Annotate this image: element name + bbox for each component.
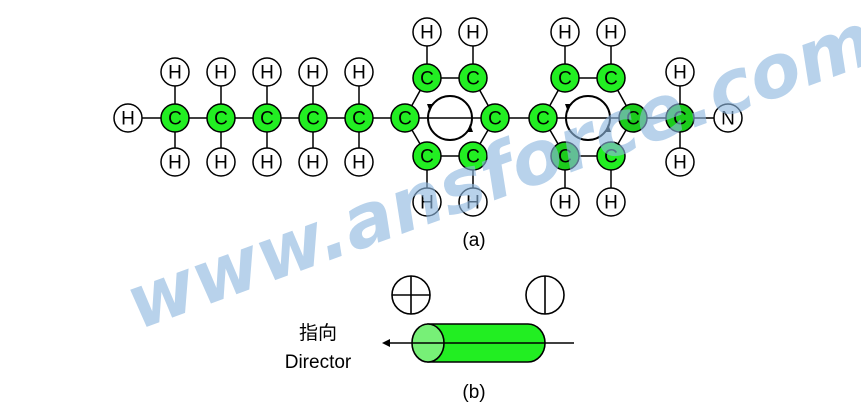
aromatic-ring-circle bbox=[427, 95, 473, 141]
hydrogen-atom: H bbox=[160, 57, 190, 87]
carbon-atom: C bbox=[252, 103, 282, 133]
hydrogen-atom: H bbox=[206, 147, 236, 177]
svg-text:H: H bbox=[558, 23, 572, 44]
carbon-atom: C bbox=[390, 103, 420, 133]
resonance-arrow-left bbox=[565, 104, 571, 112]
svg-text:H: H bbox=[352, 153, 366, 174]
carbon-atom: C bbox=[480, 103, 510, 133]
hydrogen-atom: H bbox=[206, 57, 236, 87]
carbon-atom: C bbox=[528, 103, 558, 133]
svg-text:H: H bbox=[466, 23, 480, 44]
svg-text:C: C bbox=[673, 109, 687, 130]
svg-text:C: C bbox=[168, 109, 182, 130]
director-panel: 指向 Director (b) bbox=[285, 275, 574, 403]
svg-text:H: H bbox=[168, 153, 182, 174]
hydrogen-atom: H bbox=[344, 147, 374, 177]
carbon-atom: C bbox=[160, 103, 190, 133]
svg-text:C: C bbox=[306, 109, 320, 130]
carbon-atom: C bbox=[618, 103, 648, 133]
carbon-atom: C bbox=[412, 63, 442, 93]
resonance-arrow-right bbox=[467, 124, 473, 132]
svg-text:C: C bbox=[420, 147, 434, 168]
svg-text:C: C bbox=[536, 109, 550, 130]
svg-text:H: H bbox=[420, 193, 434, 214]
hydrogen-atom: H bbox=[298, 147, 328, 177]
director-label-cn: 指向 bbox=[299, 322, 337, 344]
svg-text:H: H bbox=[558, 193, 572, 214]
hydrogen-atom: H bbox=[458, 17, 488, 47]
svg-text:H: H bbox=[306, 63, 320, 84]
caption-a: (a) bbox=[462, 230, 485, 251]
svg-text:C: C bbox=[604, 147, 618, 168]
carbon-atom: C bbox=[298, 103, 328, 133]
carbon-atom: C bbox=[550, 141, 580, 171]
svg-text:C: C bbox=[558, 69, 572, 90]
polarizer-cross-icon bbox=[391, 275, 431, 315]
svg-text:H: H bbox=[121, 109, 135, 130]
svg-text:H: H bbox=[673, 63, 687, 84]
hydrogen-atom: H bbox=[412, 187, 442, 217]
hydrogen-atom: H bbox=[596, 17, 626, 47]
hydrogen-atom: H bbox=[113, 103, 143, 133]
hydrogen-atom: H bbox=[412, 17, 442, 47]
hydrogen-atom: H bbox=[252, 147, 282, 177]
carbon-atom: C bbox=[458, 141, 488, 171]
resonance-arrow-left bbox=[427, 104, 433, 112]
hydrogen-atom: H bbox=[550, 187, 580, 217]
hydrogen-atom: H bbox=[550, 17, 580, 47]
carbon-atom: C bbox=[550, 63, 580, 93]
svg-text:C: C bbox=[466, 69, 480, 90]
carbon-atom: C bbox=[596, 63, 626, 93]
svg-text:H: H bbox=[352, 63, 366, 84]
svg-text:C: C bbox=[488, 109, 502, 130]
carbon-atom: C bbox=[206, 103, 236, 133]
director-label-en: Director bbox=[285, 352, 352, 373]
aromatic-ring-circle bbox=[565, 95, 611, 141]
hydrogen-atom: H bbox=[665, 147, 695, 177]
resonance-arrow-right bbox=[605, 124, 611, 132]
svg-text:H: H bbox=[214, 63, 228, 84]
hydrogen-atom: H bbox=[458, 187, 488, 217]
svg-text:H: H bbox=[420, 23, 434, 44]
hydrogen-atom: H bbox=[665, 57, 695, 87]
nitrogen-atom: N bbox=[713, 103, 743, 133]
svg-text:H: H bbox=[604, 23, 618, 44]
svg-text:C: C bbox=[604, 69, 618, 90]
hydrogen-atom: H bbox=[160, 147, 190, 177]
carbon-atom: C bbox=[596, 141, 626, 171]
svg-text:C: C bbox=[626, 109, 640, 130]
hydrogen-atom: H bbox=[344, 57, 374, 87]
svg-text:H: H bbox=[260, 63, 274, 84]
carbon-atom: C bbox=[458, 63, 488, 93]
svg-text:H: H bbox=[168, 63, 182, 84]
ring-layer bbox=[427, 95, 611, 141]
svg-text:H: H bbox=[604, 193, 618, 214]
svg-text:C: C bbox=[558, 147, 572, 168]
svg-text:C: C bbox=[352, 109, 366, 130]
svg-text:H: H bbox=[214, 153, 228, 174]
carbon-atom: C bbox=[665, 103, 695, 133]
hydrogen-atom: H bbox=[298, 57, 328, 87]
hydrogen-atom: H bbox=[596, 187, 626, 217]
polarizer-vertical-icon bbox=[525, 275, 565, 315]
svg-text:H: H bbox=[306, 153, 320, 174]
svg-text:H: H bbox=[673, 153, 687, 174]
caption-b: (b) bbox=[462, 382, 485, 403]
carbon-atom: C bbox=[412, 141, 442, 171]
svg-text:C: C bbox=[260, 109, 274, 130]
svg-text:C: C bbox=[398, 109, 412, 130]
svg-text:C: C bbox=[214, 109, 228, 130]
carbon-atom: C bbox=[344, 103, 374, 133]
svg-text:H: H bbox=[260, 153, 274, 174]
hydrogen-atom: H bbox=[252, 57, 282, 87]
svg-text:C: C bbox=[420, 69, 434, 90]
svg-text:H: H bbox=[466, 193, 480, 214]
svg-text:C: C bbox=[466, 147, 480, 168]
svg-text:N: N bbox=[721, 109, 735, 130]
